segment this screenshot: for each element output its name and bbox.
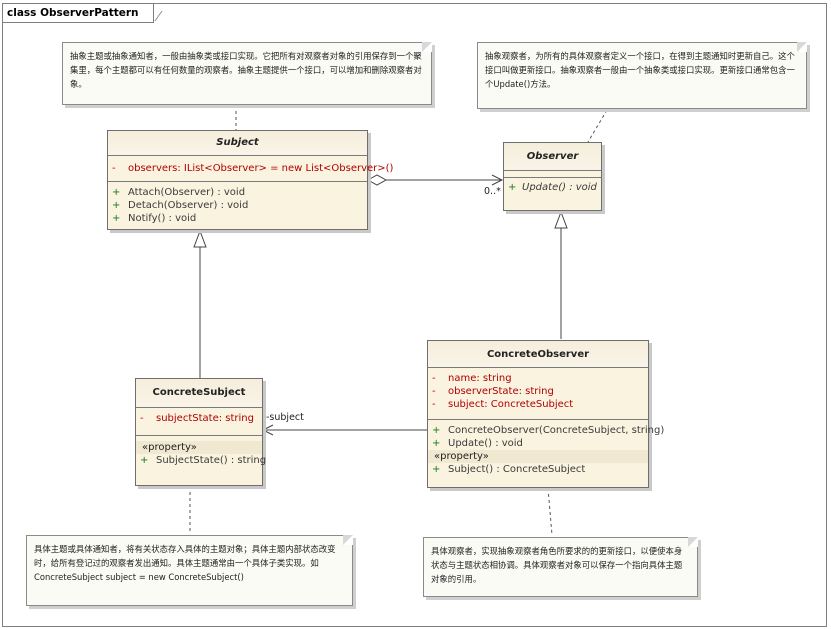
class-subject-operations: +Attach(Observer) : void +Detach(Observe… <box>108 182 367 228</box>
operation-row: +Detach(Observer) : void <box>112 200 249 211</box>
association-subject <box>261 424 427 436</box>
property-stereotype: «property» <box>428 450 648 463</box>
operation-row: +Attach(Observer) : void <box>112 187 246 198</box>
note-concrete-subject-text: 具体主题或具体通知者，将有关状态存入具体的主题对象；具体主题内部状态改变时，给所… <box>34 544 336 582</box>
note-anchor-observer <box>587 109 608 143</box>
class-subject[interactable]: Subject -observers: IList<Observer> = ne… <box>107 130 394 230</box>
note-subject-text: 抽象主题或抽象通知者，一般由抽象类或接口实现。它把所有对观察者对象的引用保存到一… <box>70 51 422 89</box>
operation-row: +Update() : void <box>432 438 523 449</box>
class-observer-operations: +Update() : void <box>504 178 601 197</box>
operation-row: +SubjectState() : string <box>140 455 267 466</box>
class-concrete-subject-attributes: -subjectState: string <box>136 408 262 436</box>
note-observer: 抽象观察者，为所有的具体观察者定义一个接口，在得到主题通知时更新自己。这个接口叫… <box>477 42 807 109</box>
class-concrete-observer-name: ConcreteObserver <box>428 341 648 368</box>
class-concrete-observer[interactable]: ConcreteObserver -name: string -observer… <box>427 340 665 488</box>
attribute-row: -name: string <box>432 373 512 384</box>
generalization-observer <box>554 210 568 339</box>
class-observer-attributes <box>504 171 601 178</box>
note-observer-text: 抽象观察者，为所有的具体观察者定义一个接口，在得到主题通知时更新自己。这个接口叫… <box>485 51 795 89</box>
class-concrete-subject[interactable]: ConcreteSubject -subjectState: string «p… <box>135 378 267 486</box>
attribute-row: -subjectState: string <box>140 413 254 424</box>
note-anchor-concrete-observer <box>547 487 553 536</box>
note-concrete-subject: 具体主题或具体通知者，将有关状态存入具体的主题对象；具体主题内部状态改变时，给所… <box>26 535 353 606</box>
frame-title: class ObserverPattern <box>3 4 154 23</box>
class-subject-attributes: -observers: IList<Observer> = new List<O… <box>108 156 394 182</box>
operation-row: +ConcreteObserver(ConcreteSubject, strin… <box>432 425 665 436</box>
operation-row: +Notify() : void <box>112 213 197 224</box>
aggregation-line <box>366 174 504 186</box>
class-concrete-subject-operations: «property» +SubjectState() : string <box>136 436 267 470</box>
class-concrete-observer-attributes: -name: string -observerState: string -su… <box>428 368 648 420</box>
attribute-row: -observers: IList<Observer> = new List<O… <box>112 163 394 174</box>
attribute-row: -observerState: string <box>432 386 554 397</box>
operation-row: +Update() : void <box>508 182 597 193</box>
note-concrete-observer: 具体观察者，实现抽象观察者角色所要求的的更新接口，以便使本身状态与主题状态相协调… <box>423 537 698 597</box>
diagram-frame: class ObserverPattern <box>2 3 827 627</box>
class-observer-name: Observer <box>504 143 601 171</box>
attribute-row: -subject: ConcreteSubject <box>432 399 574 410</box>
class-concrete-observer-operations: +ConcreteObserver(ConcreteSubject, strin… <box>428 420 665 479</box>
multiplicity-label: 0..* <box>484 186 501 197</box>
generalization-subject <box>193 229 207 378</box>
class-subject-name: Subject <box>108 131 367 156</box>
class-observer[interactable]: Observer +Update() : void <box>503 142 602 211</box>
property-stereotype: «property» <box>136 441 262 454</box>
note-subject: 抽象主题或抽象通知者，一般由抽象类或接口实现。它把所有对观察者对象的引用保存到一… <box>62 42 432 105</box>
role-subject-label: -subject <box>266 412 304 423</box>
class-concrete-subject-name: ConcreteSubject <box>136 379 262 408</box>
note-concrete-observer-text: 具体观察者，实现抽象观察者角色所要求的的更新接口，以便使本身状态与主题状态相协调… <box>431 546 683 584</box>
operation-row: +Subject() : ConcreteSubject <box>432 464 586 475</box>
